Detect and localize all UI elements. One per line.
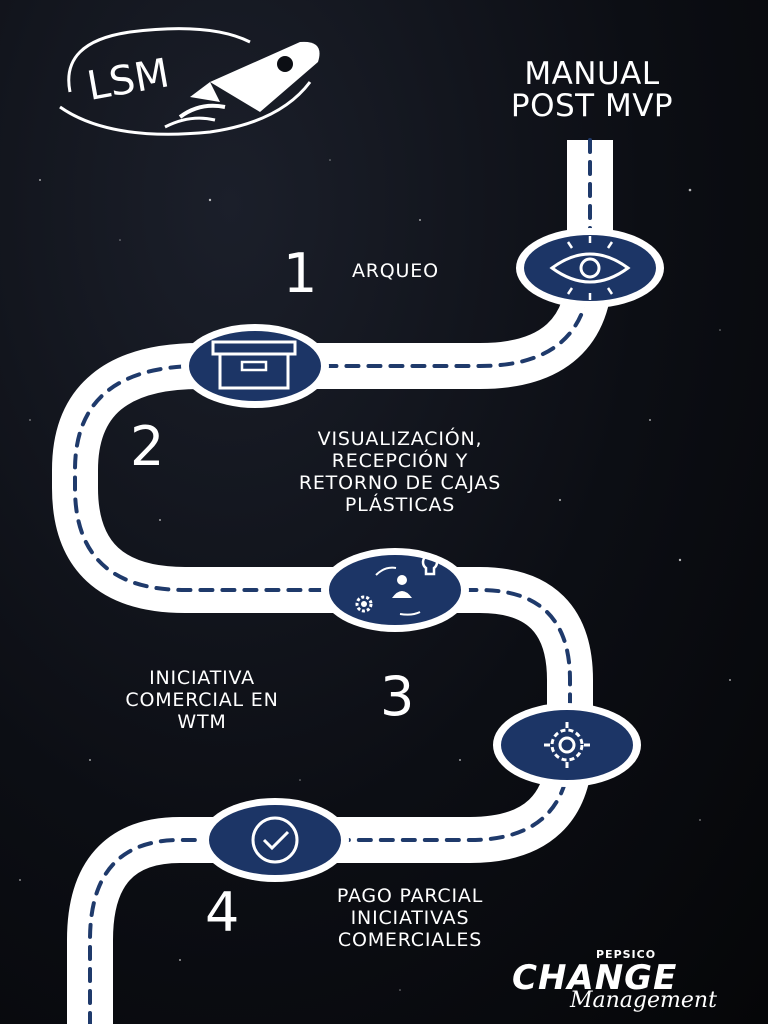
title-line-2: POST MVP xyxy=(510,88,674,124)
title-line-1: MANUAL xyxy=(524,56,660,92)
brand-management: Management xyxy=(570,988,717,1013)
step-4-check-icon xyxy=(201,798,349,882)
step-2-label-line-1: VISUALIZACIÓN, xyxy=(317,428,483,450)
gear-icon xyxy=(493,703,641,787)
step-4-label-line-2: INICIATIVAS xyxy=(350,907,470,929)
step-4-label-line-3: COMERCIALES xyxy=(337,929,483,951)
brand-pepsico: PEPSICO xyxy=(596,948,657,961)
step-2-box-icon xyxy=(181,324,329,408)
step-2-label-line-3: RETORNO DE CAJAS xyxy=(298,472,502,494)
step-3-number: 3 xyxy=(380,665,415,728)
pepsico-change-management-logo: PEPSICO CHANGE Management xyxy=(510,948,760,1018)
step-2-number: 2 xyxy=(130,415,165,478)
step-1-label-line: ARQUEO xyxy=(352,260,439,282)
lsm-rocket-logo: LSM xyxy=(59,27,320,136)
step-2-label: VISUALIZACIÓN, RECEPCIÓN Y RETORNO DE CA… xyxy=(220,428,580,516)
step-2-label-line-2: RECEPCIÓN Y xyxy=(331,450,469,472)
brand-change: CHANGE xyxy=(512,958,678,998)
step-3-label: INICIATIVA COMERCIAL EN WTM xyxy=(62,667,342,733)
step-3-process-idea-icon xyxy=(321,548,469,632)
step-1-eye-icon xyxy=(516,228,664,308)
step-4-label: PAGO PARCIAL INICIATIVAS COMERCIALES xyxy=(270,885,550,951)
step-4-label-line-1: PAGO PARCIAL xyxy=(336,885,484,907)
step-3-label-line-3: WTM xyxy=(177,711,227,733)
step-3-label-line-2: COMERCIAL EN xyxy=(125,689,279,711)
step-1-number: 1 xyxy=(283,242,318,305)
step-4-number: 4 xyxy=(205,881,240,944)
step-3-label-line-1: INICIATIVA xyxy=(149,667,255,689)
step-1-label: ARQUEO xyxy=(352,260,512,282)
logo-text: LSM xyxy=(84,50,173,110)
page-title: MANUAL POST MVP xyxy=(452,58,732,122)
step-2-label-line-4: PLÁSTICAS xyxy=(344,494,456,516)
